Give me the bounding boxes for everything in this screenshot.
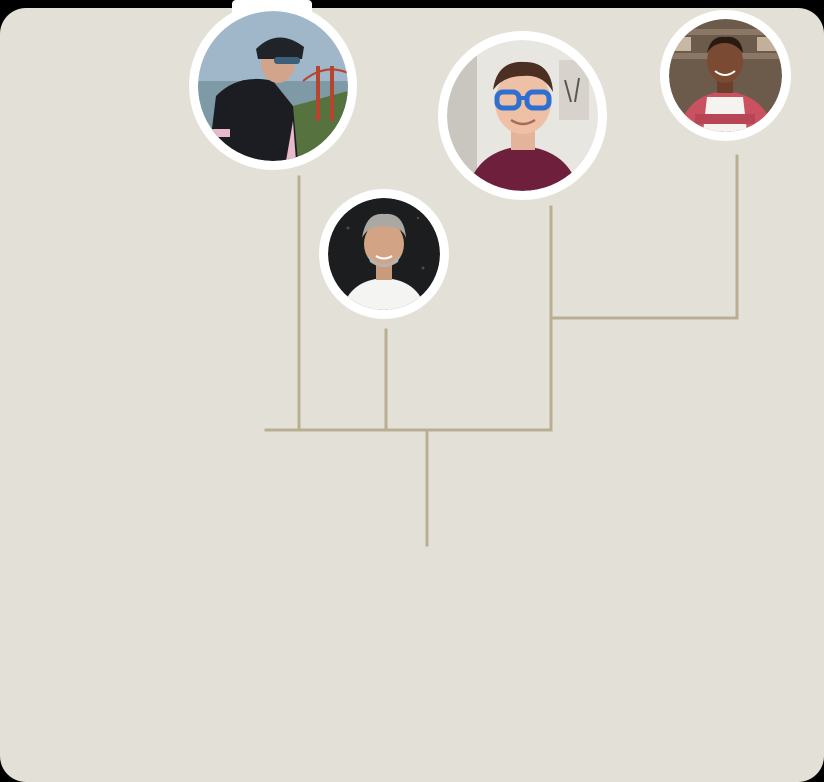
avatar-apron[interactable] [660, 10, 791, 141]
cyclist-portrait-photo-icon [198, 11, 348, 161]
tree-canvas [0, 8, 824, 782]
avatar-blue-glasses[interactable] [438, 31, 607, 200]
man-blue-glasses-portrait-photo-icon [447, 40, 598, 191]
grey-haired-man-portrait-photo-icon [328, 198, 440, 310]
avatar-grey-hair[interactable] [319, 189, 449, 319]
avatar-cyclist[interactable] [189, 2, 357, 170]
man-apron-portrait-photo-icon [669, 19, 782, 132]
